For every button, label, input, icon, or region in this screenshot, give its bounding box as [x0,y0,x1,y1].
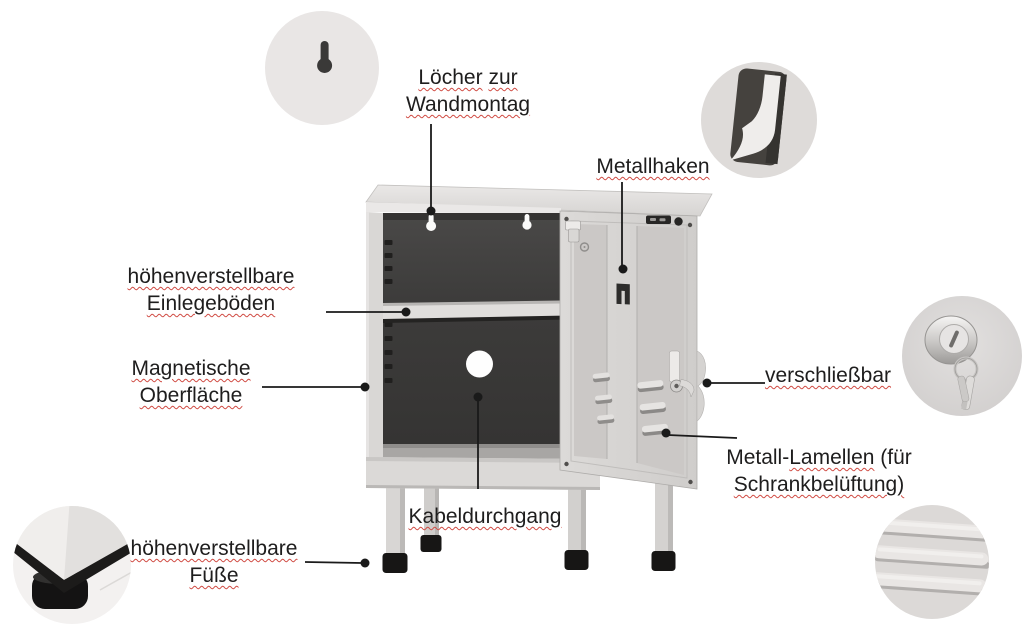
door-screws [564,216,693,485]
cylinder-lock-keys-photo [924,315,979,411]
door-vent-plate [646,215,683,226]
door-louvers [592,372,669,436]
cable-hole [466,350,493,378]
detail-photo-metal-hook [701,62,817,178]
cabinet-illustration [365,184,713,573]
detail-photo-wall-mount-hole [265,11,379,125]
adjustable-shelf [383,300,596,323]
connector-feet [304,561,363,564]
hook-cutout-photo [730,68,787,166]
annotation-connectors [262,124,765,564]
label-metal-hook: Metallhaken [596,155,710,178]
wall-mount-keyholes [426,214,532,231]
louver-slats-photo [875,518,989,596]
door-lock-mechanism [669,350,695,398]
keyhole-mount-icon [317,41,333,73]
detail-photo-lock-with-keys [902,296,1022,416]
annotation-dots [360,206,712,568]
label-lockable: verschließbar [764,364,892,387]
shelf-adjust-slots [384,240,393,383]
door-latch [565,220,590,252]
detail-photo-metal-louvers [875,505,989,619]
connector-louvers [667,434,738,439]
door-metal-hook [616,283,630,305]
door-lock-edge-bulge [696,350,706,422]
cabinet-top [365,184,713,217]
cabinet-door-open [559,210,706,490]
label-cable-passage: Kabeldurchgang [408,505,562,528]
